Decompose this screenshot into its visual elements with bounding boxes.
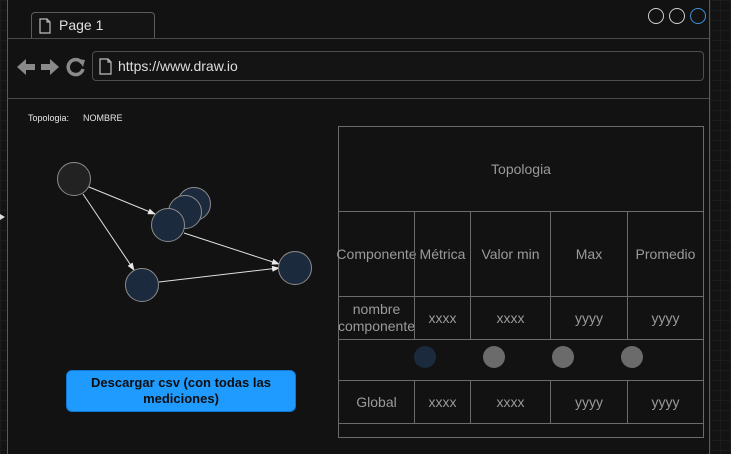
- global-label-cell: Global: [338, 380, 415, 424]
- component-avg-cell: yyyy: [627, 296, 704, 340]
- tab-page-1[interactable]: Page 1: [31, 12, 155, 38]
- url-text: https://www.draw.io: [118, 58, 238, 74]
- topology-label: Topologia:: [28, 113, 70, 123]
- graph-node-lower: [125, 268, 159, 302]
- header-valor-min: Valor min: [470, 211, 551, 297]
- window-close-button[interactable]: [690, 8, 706, 24]
- left-edge-marker: [0, 214, 5, 220]
- header-promedio: Promedio: [627, 211, 704, 297]
- edge-root-to-cluster: [88, 186, 156, 215]
- window-maximize-button[interactable]: [669, 8, 685, 24]
- document-icon: [39, 18, 51, 39]
- page-icon: [99, 58, 112, 80]
- graph-node-right: [278, 251, 312, 285]
- window-minimize-button[interactable]: [648, 8, 664, 24]
- pagination-row: [338, 339, 704, 381]
- back-arrow-icon[interactable]: [16, 57, 36, 82]
- download-csv-button[interactable]: Descargar csv (con todas las mediciones): [66, 370, 296, 412]
- pagination-dot[interactable]: [552, 346, 574, 368]
- component-min-cell: xxxx: [470, 296, 551, 340]
- pagination-dot[interactable]: [483, 346, 505, 368]
- global-metric-cell: xxxx: [414, 380, 471, 424]
- pagination-dot-active[interactable]: [414, 346, 436, 368]
- component-max-cell: yyyy: [550, 296, 628, 340]
- component-name-cell: nombre componente: [338, 296, 415, 340]
- tab-bar-divider: [8, 38, 709, 39]
- tab-label: Page 1: [59, 17, 104, 33]
- reload-icon[interactable]: [66, 57, 86, 82]
- address-bar[interactable]: https://www.draw.io: [92, 51, 704, 81]
- component-metric-cell: xxxx: [414, 296, 471, 340]
- header-max: Max: [550, 211, 628, 297]
- header-componente: Componente: [336, 211, 417, 297]
- topology-name: NOMBRE: [83, 113, 123, 123]
- graph-node-cluster-front: [151, 208, 185, 242]
- pagination-dot[interactable]: [621, 346, 643, 368]
- global-avg-cell: yyyy: [627, 380, 704, 424]
- forward-arrow-icon[interactable]: [40, 57, 60, 82]
- edge-root-to-lower-node: [82, 193, 135, 271]
- global-min-cell: xxxx: [470, 380, 551, 424]
- global-max-cell: yyyy: [550, 380, 628, 424]
- edge-cluster-to-right-node: [183, 232, 280, 265]
- header-metrica: Métrica: [414, 211, 471, 297]
- graph-node-root: [57, 162, 91, 196]
- edge-lower-to-right-node: [158, 265, 280, 283]
- table-title: Topologia: [338, 126, 704, 212]
- toolbar-divider: [8, 98, 709, 99]
